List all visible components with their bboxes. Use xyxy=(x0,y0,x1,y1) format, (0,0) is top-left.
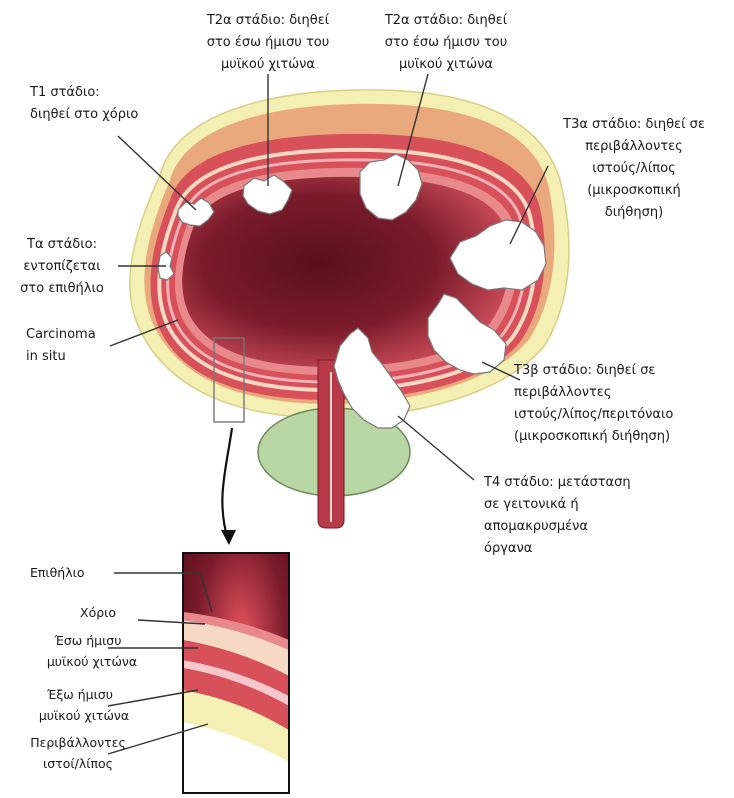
zoom-arrow-head xyxy=(221,530,236,545)
inset-label-outer-muscle-line: μυϊκού χιτώνα xyxy=(39,708,129,723)
label-cis-line: Carcinoma xyxy=(26,327,96,342)
label-t3a-line: (μικροσκοπική xyxy=(587,183,681,198)
label-t1-line: διηθεί στο χόριο xyxy=(30,107,138,122)
label-t1-line: T1 στάδιο: xyxy=(29,85,100,100)
label-t2a-right-line: μυϊκού χιτώνα xyxy=(399,57,493,72)
label-t1: T1 στάδιο: διηθεί στο χόριο xyxy=(29,85,138,122)
inset-label-outer-muscle-line: Έξω ήμισυ xyxy=(46,687,113,702)
inset-label-inner-muscle: Έσω ήμισυ μυϊκού χιτώνα xyxy=(47,633,137,669)
label-t2a-right-line: στο έσω ήμισυ του xyxy=(385,35,508,50)
label-t2a-left: T2α στάδιο: διηθεί στο έσω ήμισυ του μυϊκο… xyxy=(206,13,330,72)
label-t3a-line: T3α στάδιο: διηθεί σε xyxy=(562,117,705,132)
label-t3a-line: διήθηση) xyxy=(605,205,663,220)
wall-inset: Επιθήλιο Χόριο Έσω ήμισυ μυϊκού χιτώνα Έξ… xyxy=(30,553,289,793)
label-t2a-left-line: T2α στάδιο: διηθεί xyxy=(206,13,330,28)
label-ta: Τα στάδιο: εντοπίζεται στο επιθήλιο xyxy=(20,237,104,296)
label-t3b-line: T3β στάδιο: διηθεί σε xyxy=(513,363,655,378)
inset-label-inner-muscle-line: μυϊκού χιτώνα xyxy=(47,654,137,669)
label-t4-line: σε γειτονικά ή xyxy=(484,497,579,512)
inset-label-epithelium: Επιθήλιο xyxy=(30,565,85,580)
label-t3a-line: ιστούς/λίπος xyxy=(592,161,675,176)
inset-label-inner-muscle-line: Έσω ήμισυ xyxy=(54,633,122,648)
label-t3a: T3α στάδιο: διηθεί σε περιβάλλοντες ιστούς… xyxy=(562,117,705,220)
label-cis-line: in situ xyxy=(26,349,66,364)
label-t4-line: απομακρυσμένα xyxy=(484,519,588,534)
label-t2a-right-line: T2α στάδιο: διηθεί xyxy=(384,13,508,28)
label-t3b-line: (μικροσκοπική διήθηση) xyxy=(514,429,670,444)
label-t4-line: T4 στάδιο: μετάσταση xyxy=(483,475,631,490)
label-t3a-line: περιβάλλοντες xyxy=(585,139,682,154)
svg-text:T1 στάδιο:διηθεί στο χόριο: T1 στάδιο: διηθεί στο χόριο xyxy=(29,85,138,122)
inset-label-chorion: Χόριο xyxy=(80,605,116,620)
label-ta-line: Τα στάδιο: xyxy=(26,237,97,252)
inset-label-fat-line: ιστοί/λίπος xyxy=(43,756,113,771)
label-t4: T4 στάδιο: μετάσταση σε γειτονικά ή απομακ… xyxy=(483,475,631,556)
label-cis: Carcinoma in situ xyxy=(26,327,96,364)
label-ta-line: εντοπίζεται xyxy=(23,259,100,274)
zoom-arrow xyxy=(222,428,232,540)
label-t3b: T3β στάδιο: διηθεί σε περιβάλλοντες ιστούς… xyxy=(513,363,673,444)
label-t4-line: όργανα xyxy=(484,541,532,556)
label-t3b-line: περιβάλλοντες xyxy=(514,385,611,400)
label-t2a-left-line: στο έσω ήμισυ του xyxy=(207,35,330,50)
inset-label-fat-line: Περιβάλλοντες xyxy=(30,735,126,750)
label-ta-line: στο επιθήλιο xyxy=(20,281,104,296)
label-t2a-left-line: μυϊκού χιτώνα xyxy=(221,57,315,72)
label-t3b-line: ιστούς/λίπος/περιτόναιο xyxy=(514,407,673,422)
label-t2a-right: T2α στάδιο: διηθεί στο έσω ήμισυ του μυϊκο… xyxy=(384,13,508,72)
